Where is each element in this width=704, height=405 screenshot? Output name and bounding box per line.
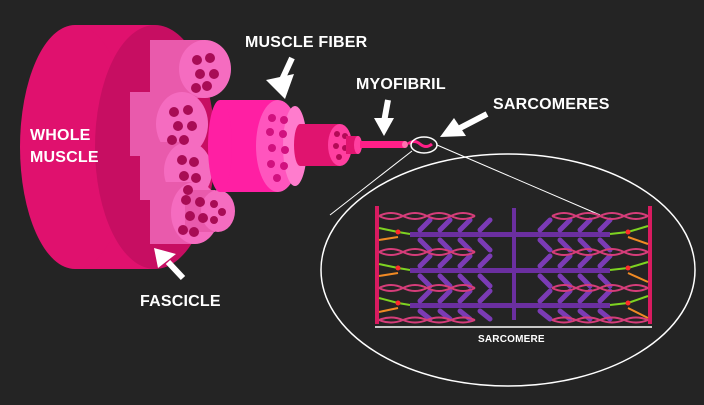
myofibril-bundle — [294, 124, 362, 166]
sarcomeres-label: SARCOMERES — [493, 96, 610, 113]
zoom-line-left — [329, 150, 413, 216]
sarcomere-detail — [375, 206, 652, 328]
fiber-myofibril-dots — [266, 114, 289, 182]
pointer-arrows — [154, 56, 489, 281]
zoom-line-right — [436, 144, 601, 216]
z-disc-right — [648, 206, 652, 324]
whole-muscle-label: WHOLE MUSCLE — [30, 125, 99, 169]
fascicle-label: FASCICLE — [140, 293, 221, 310]
myofibril-label: MYOFIBRIL — [356, 76, 446, 93]
m-line — [512, 208, 516, 320]
whole-muscle-back-end — [20, 25, 130, 269]
sarcomere-label: SARCOMERE — [478, 334, 545, 345]
arrow-fascicle — [154, 248, 186, 281]
actin-filaments — [378, 212, 649, 324]
arrow-sarcomeres — [440, 111, 489, 137]
titin-left-nodes — [395, 229, 401, 306]
muscle-fiber-label: MUSCLE FIBER — [245, 34, 368, 51]
titin-right-nodes — [625, 229, 631, 306]
whole-muscle-label-line2: MUSCLE — [30, 149, 99, 166]
z-disc-left — [375, 206, 379, 324]
whole-muscle-label-line1: WHOLE — [30, 127, 91, 144]
arrow-myofibril — [374, 99, 394, 136]
myosin-heads — [417, 217, 613, 322]
muscle-fiber — [208, 100, 307, 192]
titin-right — [609, 225, 649, 319]
arrow-muscle-fiber — [266, 56, 295, 99]
fascicle-fiber-dots — [167, 53, 226, 237]
fascicle — [150, 40, 231, 98]
titin-left — [378, 227, 411, 313]
myosin-filaments — [410, 232, 610, 308]
myofibril — [360, 140, 433, 148]
fascicle-bundles — [130, 40, 235, 244]
fascicle — [185, 190, 235, 232]
sarcomere-zoom-oval — [320, 153, 696, 387]
